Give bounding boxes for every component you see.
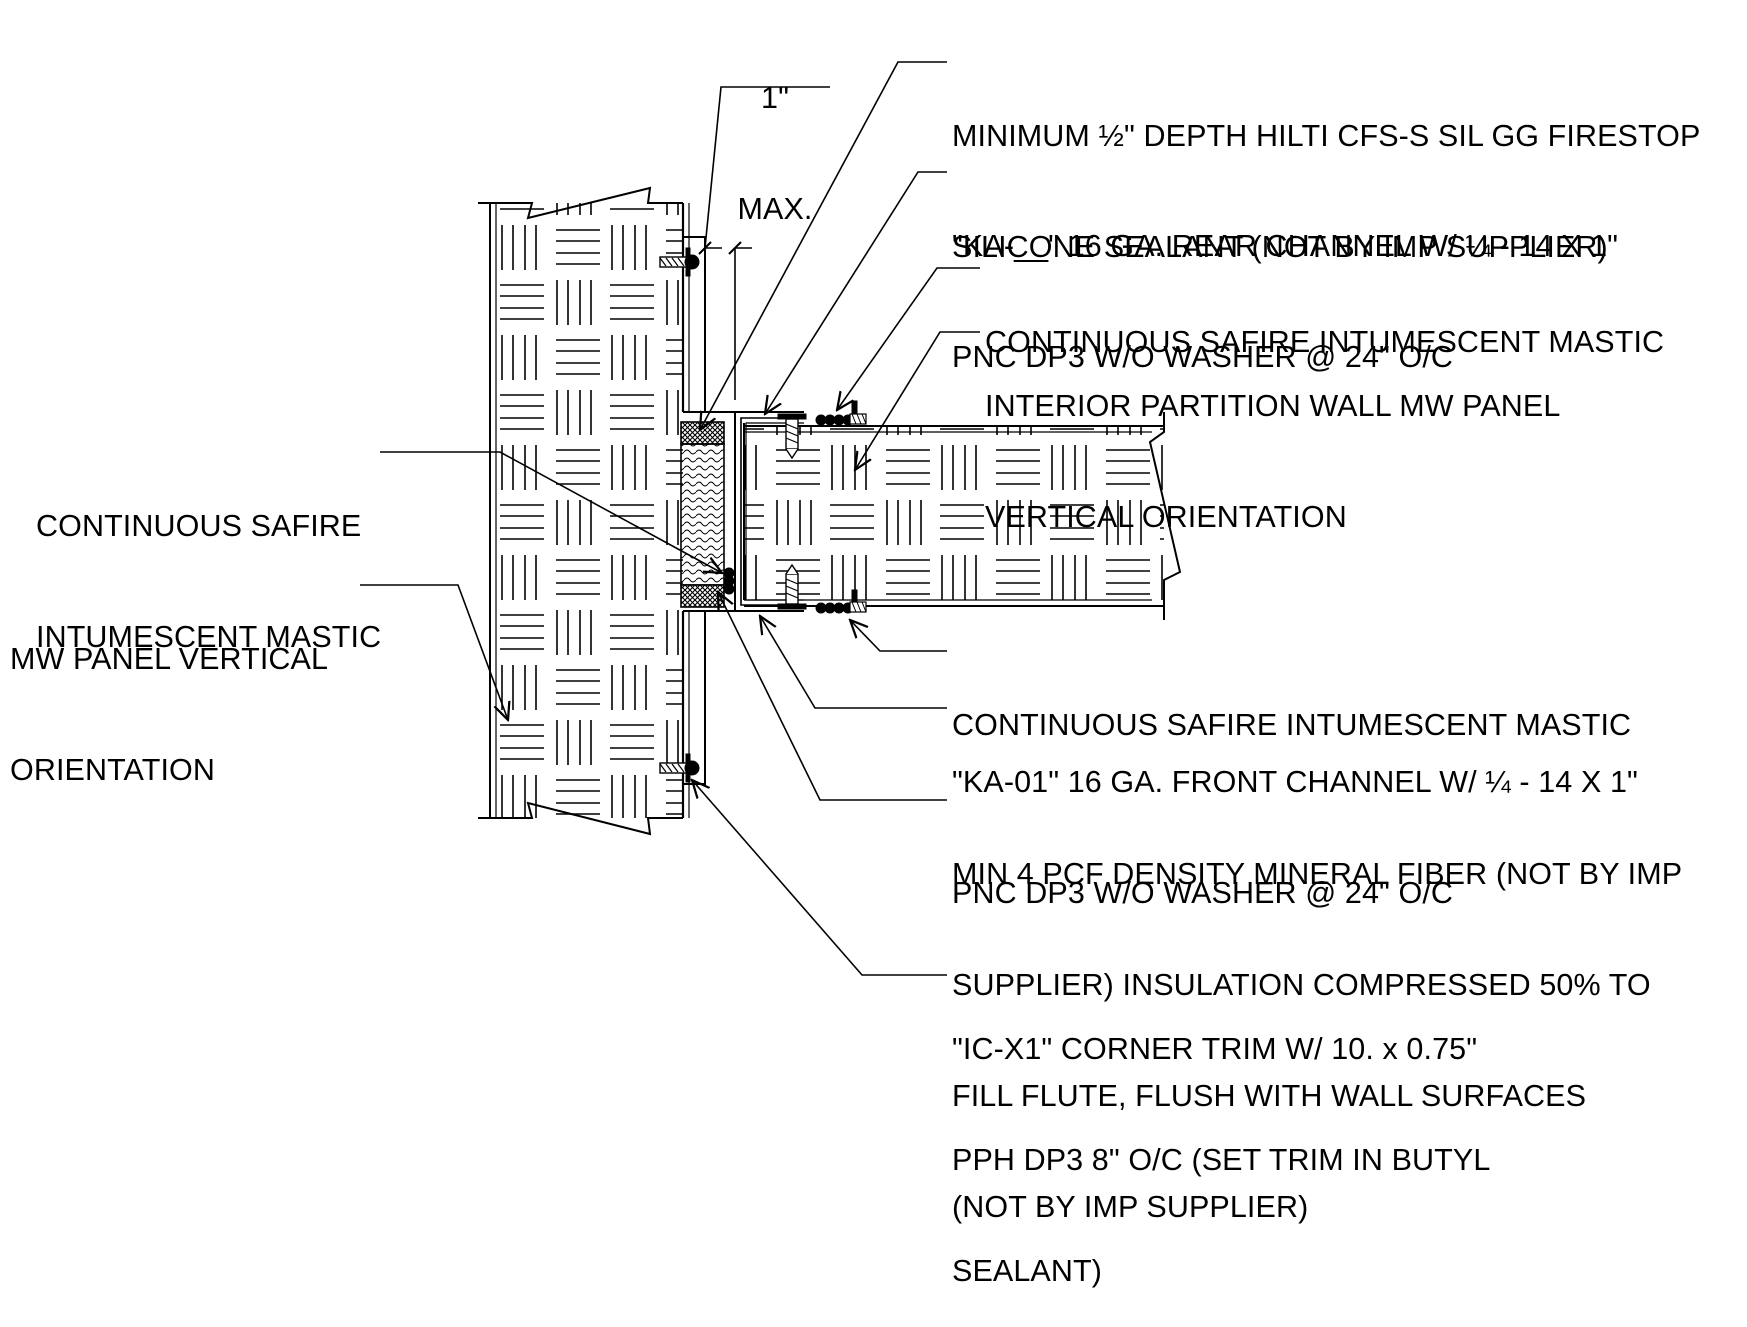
- note-line: "KA-__" 16 GA. REAR CHANNEL W/ ¼ - 14 X …: [952, 229, 1619, 263]
- dimension-label: 1" MAX.: [730, 6, 820, 265]
- note-mastic-left: CONTINUOUS SAFIRE INTUMESCENT MASTIC: [36, 434, 381, 693]
- note-line: SUPPLIER) INSULATION COMPRESSED 50% TO: [952, 968, 1651, 1002]
- note-line: CONTINUOUS SAFIRE INTUMESCENT MASTIC: [985, 325, 1665, 359]
- note-line: "KA-01" 16 GA. FRONT CHANNEL W/ ¼ - 14 X…: [952, 765, 1638, 799]
- note-front-channel: "KA-01" 16 GA. FRONT CHANNEL W/ ¼ - 14 X…: [952, 690, 1638, 949]
- trim-fastener-top: [659, 247, 700, 277]
- channel-screw-bottom: [777, 563, 807, 610]
- channel-screw-top: [777, 413, 807, 460]
- note-line: PNC DP3 W/O WASHER @ 24" O/C: [952, 340, 1454, 374]
- leader-lines: [360, 61, 980, 976]
- note-line: MW PANEL VERTICAL: [10, 642, 329, 676]
- note-mw-panel-vertical: MW PANEL VERTICAL ORIENTATION: [10, 567, 328, 826]
- note-firestop-sealant: MINIMUM ½" DEPTH HILTI CFS-S SIL GG FIRE…: [952, 44, 1700, 303]
- note-line: INTUMESCENT MASTIC: [36, 620, 382, 654]
- note-line: INTERIOR PARTITION WALL MW PANEL: [985, 389, 1561, 423]
- note-line: ORIENTATION: [10, 753, 215, 787]
- note-line: MINIMUM ½" DEPTH HILTI CFS-S SIL GG FIRE…: [952, 119, 1701, 153]
- dimension-suffix: MAX.: [737, 192, 813, 226]
- dimension-marks: [698, 86, 830, 400]
- note-mastic-upper: CONTINUOUS SAFIRE INTUMESCENT MASTIC: [985, 250, 1664, 398]
- note-line: CONTINUOUS SAFIRE: [36, 509, 362, 543]
- note-rear-channel: "KA-__" 16 GA. REAR CHANNEL W/ ¼ - 14 X …: [952, 154, 1618, 413]
- note-mastic-lower: CONTINUOUS SAFIRE INTUMESCENT MASTIC: [952, 633, 1631, 781]
- note-line: PPH DP3 8" O/C (SET TRIM IN BUTYL: [952, 1143, 1491, 1177]
- dimension-value: 1": [761, 81, 789, 115]
- note-line: MIN 4 PCF DENSITY MINERAL FIBER (NOT BY …: [952, 857, 1683, 891]
- note-line: PNC DP3 W/O WASHER @ 24" O/C: [952, 876, 1454, 910]
- joint-fill: [680, 411, 735, 612]
- note-line: CONTINUOUS SAFIRE INTUMESCENT MASTIC: [952, 708, 1632, 742]
- mastic-beads: [723, 400, 867, 614]
- note-line: SEALANT): [952, 1254, 1102, 1288]
- partition-panel: [744, 412, 1182, 620]
- detail-drawing: [360, 61, 1182, 976]
- note-partition-panel: INTERIOR PARTITION WALL MW PANEL VERTICA…: [985, 314, 1560, 573]
- main-wall-panel: [478, 186, 690, 836]
- note-line: VERTICAL ORIENTATION: [985, 500, 1347, 534]
- trim-fastener-bottom: [659, 753, 700, 783]
- note-line: SILICONE SEALANT (NOT BY IMP SUPPLIER): [952, 230, 1608, 264]
- note-corner-trim: "IC-X1" CORNER TRIM W/ 10. x 0.75" PPH D…: [952, 957, 1490, 1327]
- note-line: "IC-X1" CORNER TRIM W/ 10. x 0.75": [952, 1032, 1478, 1066]
